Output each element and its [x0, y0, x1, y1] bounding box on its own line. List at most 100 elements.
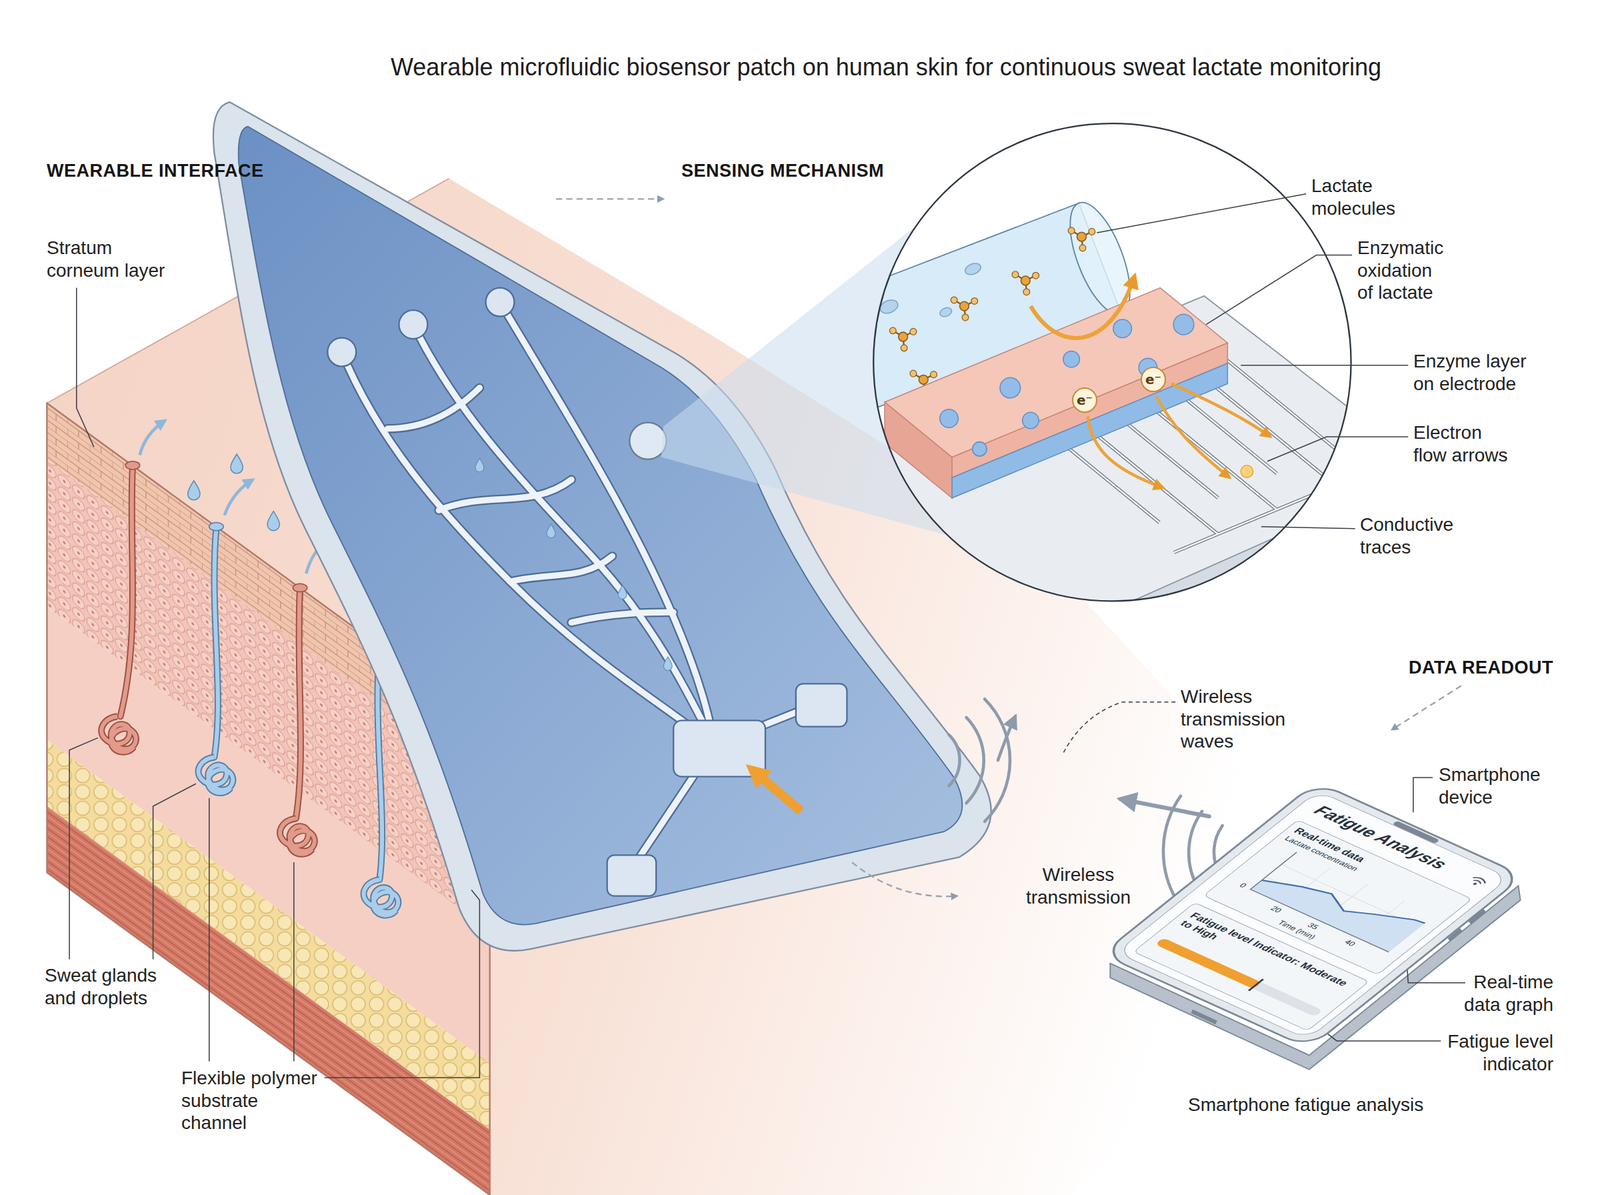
sweat-gland-coils: [198, 756, 234, 792]
enzyme-layer: [884, 288, 1228, 498]
electron-symbol: e⁻: [1076, 392, 1093, 408]
sweat-gland-coils: [101, 716, 398, 915]
sweat-flow-arrows: [224, 479, 254, 516]
sweat-gland-coils: [280, 818, 315, 854]
wearable-patch: [238, 126, 963, 925]
microfluidic-channels: [342, 352, 715, 745]
dashed-flow: [1392, 685, 1462, 730]
electron-node: e⁻: [1140, 366, 1166, 392]
callout-label: Conductive traces: [1360, 513, 1474, 558]
sweat-ducts: [120, 465, 133, 716]
callout-label: Wireless transmission: [1020, 863, 1137, 908]
sweat-ducts: [296, 587, 301, 818]
channel-droplets: [618, 585, 627, 599]
leader-lines: [1267, 436, 1408, 462]
callout-label: Wireless transmission waves: [1180, 685, 1298, 753]
leader-lines: [1206, 255, 1352, 325]
leader-lines: [1240, 364, 1408, 366]
lactate-molecules: [1012, 271, 1039, 296]
wearable-patch: [213, 102, 992, 951]
sweat-droplets: [188, 480, 200, 500]
magnifier-spot: [629, 422, 666, 460]
callout-label: Sweat glands and droplets: [44, 964, 172, 1009]
leader-lines: [76, 288, 94, 448]
enzyme-layer: [1022, 412, 1039, 428]
sweat-gland-coils: [364, 879, 399, 915]
microfluidic-channels: [388, 388, 480, 429]
sweat-gland-coils: [101, 716, 136, 752]
microfluidic-channels: [571, 612, 674, 622]
enzyme-layer: [1063, 350, 1080, 367]
section-heading: DATA READOUT: [1408, 656, 1554, 678]
sweat-droplets: [188, 454, 280, 531]
microfluidic-channels: [413, 324, 715, 745]
leader-lines: [1063, 702, 1176, 754]
leader-lines: [69, 194, 1466, 1078]
enzyme-layer: [940, 409, 959, 428]
leader-lines: [153, 783, 196, 959]
microfluidic-channels: [413, 324, 715, 745]
dashed-flow: [852, 862, 958, 896]
callout-label: Fatigue level indicator: [1433, 1030, 1554, 1075]
sweat-tube: [938, 306, 954, 318]
callout-label: Stratum corneum layer: [46, 236, 177, 282]
wireless-waves: [1120, 798, 1210, 816]
leader-lines: [69, 737, 98, 959]
magnifier-lens: [873, 123, 1351, 601]
sweat-gland-coils: [280, 818, 315, 854]
callout-label: Enzyme layer on electrode: [1413, 350, 1537, 395]
microfluidic-channels: [510, 556, 612, 582]
skin-surface: [46, 178, 1357, 1195]
wifi-icon: [1470, 875, 1488, 885]
lactate-molecules: [1068, 227, 1095, 252]
sweat-pores: [292, 583, 307, 592]
sweat-ducts: [296, 587, 301, 818]
callout-label: Smartphone fatigue analysis: [1188, 1093, 1424, 1116]
microfluidic-channels: [571, 612, 674, 622]
enzyme-layer: [1000, 377, 1021, 398]
axis-tick: 20: [1268, 904, 1284, 915]
enzyme-layer: [1173, 314, 1194, 335]
wearable-patch: [213, 102, 992, 951]
sweat-gland-coils: [364, 879, 399, 915]
sweat-ducts: [214, 526, 218, 758]
sweat-droplets: [267, 511, 280, 531]
microfluidic-channels: [500, 302, 714, 745]
section-heading: WEARABLE INTERFACE: [46, 160, 264, 182]
callout-label: Smartphone device: [1438, 763, 1556, 808]
sweat-ducts: [214, 526, 218, 758]
enzyme-layer: [972, 442, 987, 456]
sensing-detail: [800, 123, 1429, 661]
electron-flow: [1156, 396, 1230, 478]
patch-pads: [673, 720, 766, 776]
leader-lines: [1261, 526, 1356, 529]
electron-symbol: e⁻: [1145, 372, 1162, 387]
leader-lines: [1096, 194, 1306, 233]
chart-line: [1262, 860, 1426, 943]
electron-node: e⁻: [1072, 387, 1098, 413]
leader-lines: [1413, 777, 1433, 812]
electron-flow: [1088, 383, 1271, 488]
wifi-icon: [1472, 882, 1478, 886]
signal-glow: [1240, 465, 1253, 478]
phone-body-edge: [1192, 1011, 1217, 1023]
patch-pads: [486, 288, 515, 317]
callout-label: Electron flow arrows: [1413, 421, 1514, 466]
microfluidic-channels: [342, 352, 715, 745]
microfluidic-channels: [438, 479, 572, 510]
patch-pads: [796, 683, 848, 726]
electron-flow: [1171, 383, 1270, 437]
sweat-ducts: [120, 465, 133, 716]
callout-label: Lactate molecules: [1311, 174, 1412, 220]
chart-area: [1250, 860, 1426, 952]
enzyme-layer: [884, 288, 1228, 458]
sweat-tube: [800, 294, 886, 421]
callout-label: Enzymatic oxidation of lactate: [1357, 236, 1450, 304]
sweat-droplets: [230, 454, 243, 474]
sensing-detail: [1061, 469, 1429, 662]
wireless-waves: [966, 717, 984, 804]
channel-droplets: [546, 524, 556, 538]
sweat-pores: [125, 461, 307, 592]
section-heading: SENSING MECHANISM: [681, 160, 884, 182]
